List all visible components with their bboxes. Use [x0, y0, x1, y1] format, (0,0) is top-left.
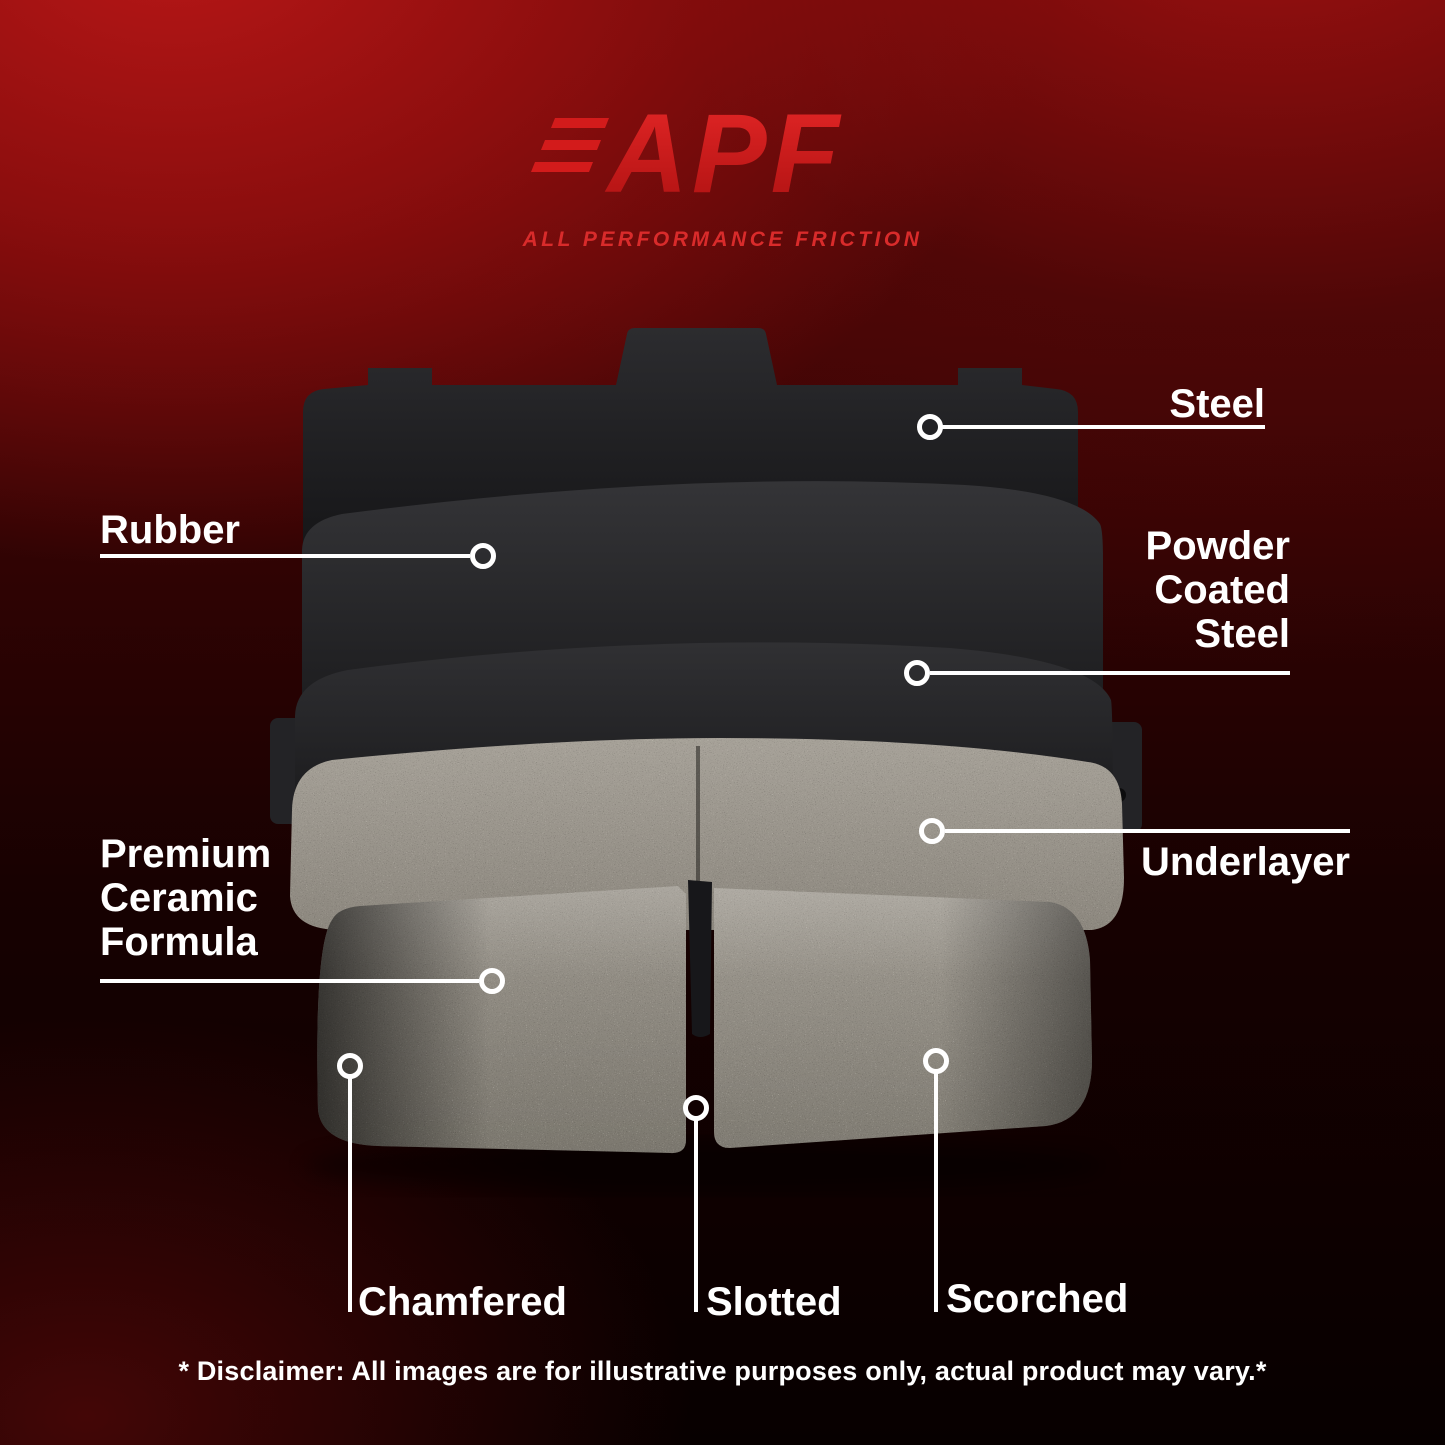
apf-logo: APF: [531, 91, 843, 216]
callout-premium-ceramic-label: Premium Ceramic Formula: [100, 832, 272, 964]
callout-chamfered-label: Chamfered: [358, 1280, 567, 1324]
logo-speed-lines-icon: [531, 118, 609, 172]
brand-tagline: ALL PERFORMANCE FRICTION: [522, 228, 923, 251]
chamfer-shadow: [317, 886, 686, 1154]
pad-shadow: [305, 1140, 1105, 1192]
callout-slotted-line: [694, 1119, 698, 1312]
callout-steel-line: [941, 425, 1265, 429]
callout-chamfered-dot: [337, 1053, 363, 1079]
friction-underlayer: [290, 738, 1124, 930]
callout-slotted-label: Slotted: [706, 1280, 842, 1324]
callout-rubber-line: [100, 554, 470, 558]
callout-premium-ceramic-line: [100, 979, 479, 983]
callout-scorched-line: [934, 1072, 938, 1312]
slot-groove: [688, 880, 712, 1037]
callout-premium-ceramic-dot: [479, 968, 505, 994]
callout-underlayer-dot: [919, 818, 945, 844]
logo-text: APF: [604, 91, 843, 216]
callout-rubber-dot: [470, 543, 496, 569]
callout-underlayer-label: Underlayer: [1141, 840, 1350, 884]
callout-scorched-dot: [923, 1048, 949, 1074]
callout-powder-coated-steel-line: [930, 671, 1290, 675]
callout-powder-coated-steel-dot: [904, 660, 930, 686]
callout-steel-label: Steel: [1169, 382, 1265, 426]
callout-chamfered-line: [348, 1077, 352, 1312]
callout-slotted-dot: [683, 1095, 709, 1121]
brake-pad-illustration: [270, 328, 1142, 1192]
disclaimer-text: * Disclaimer: All images are for illustr…: [178, 1356, 1267, 1386]
callout-steel-dot: [917, 414, 943, 440]
callout-rubber-label: Rubber: [100, 508, 240, 552]
callout-underlayer-line: [945, 829, 1350, 833]
callout-scorched-label: Scorched: [946, 1277, 1129, 1321]
band-seam: [696, 746, 700, 886]
callout-powder-coated-steel-label: Powder Coated Steel: [1145, 524, 1290, 656]
scorched-edge-shadow: [714, 888, 1092, 1148]
